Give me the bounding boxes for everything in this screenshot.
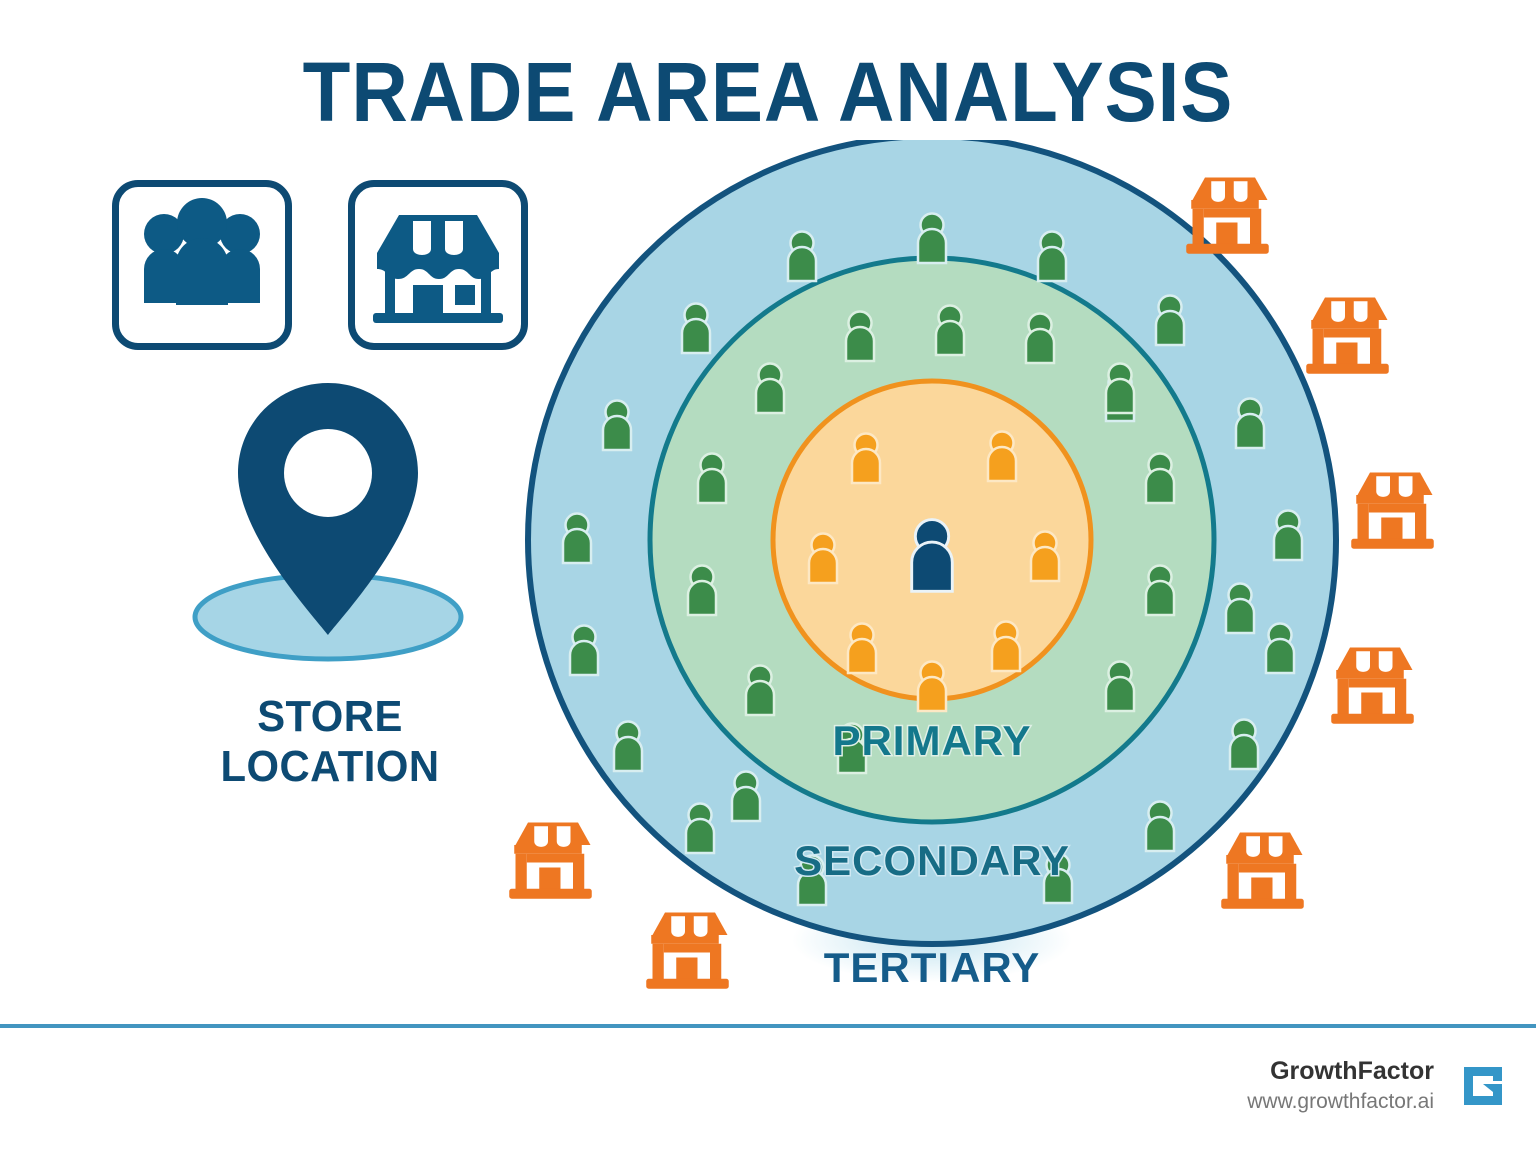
trade-area-svg: PRIMARY SECONDARY TERTIARY — [509, 140, 1434, 991]
growthfactor-logo-icon — [1464, 1067, 1502, 1105]
legend-panel: STORE LOCATION — [0, 170, 540, 830]
store-center-marker — [910, 518, 954, 593]
store-location-label: STORE LOCATION — [112, 692, 549, 792]
people-group-icon — [144, 198, 260, 305]
store-icon-box — [348, 180, 528, 350]
page-title: TRADE AREA ANALYSIS — [302, 45, 1234, 139]
label-secondary: SECONDARY — [794, 837, 1070, 884]
store-location-line1: STORE — [257, 692, 403, 741]
trade-area-diagram: PRIMARY SECONDARY TERTIARY — [460, 140, 1480, 1020]
people-icon-box — [112, 180, 292, 350]
label-tertiary: TERTIARY — [824, 944, 1040, 991]
map-pin-graphic — [180, 375, 480, 675]
footer: GrowthFactor www.growthfactor.ai — [1247, 1055, 1506, 1117]
map-pin-icon — [192, 383, 464, 662]
footer-brand: GrowthFactor — [1270, 1057, 1434, 1085]
footer-url: www.growthfactor.ai — [1247, 1090, 1434, 1113]
footer-divider — [0, 1024, 1536, 1028]
storefront-icon — [373, 215, 503, 323]
store-location-line2: LOCATION — [220, 742, 440, 791]
label-primary: PRIMARY — [832, 717, 1031, 764]
